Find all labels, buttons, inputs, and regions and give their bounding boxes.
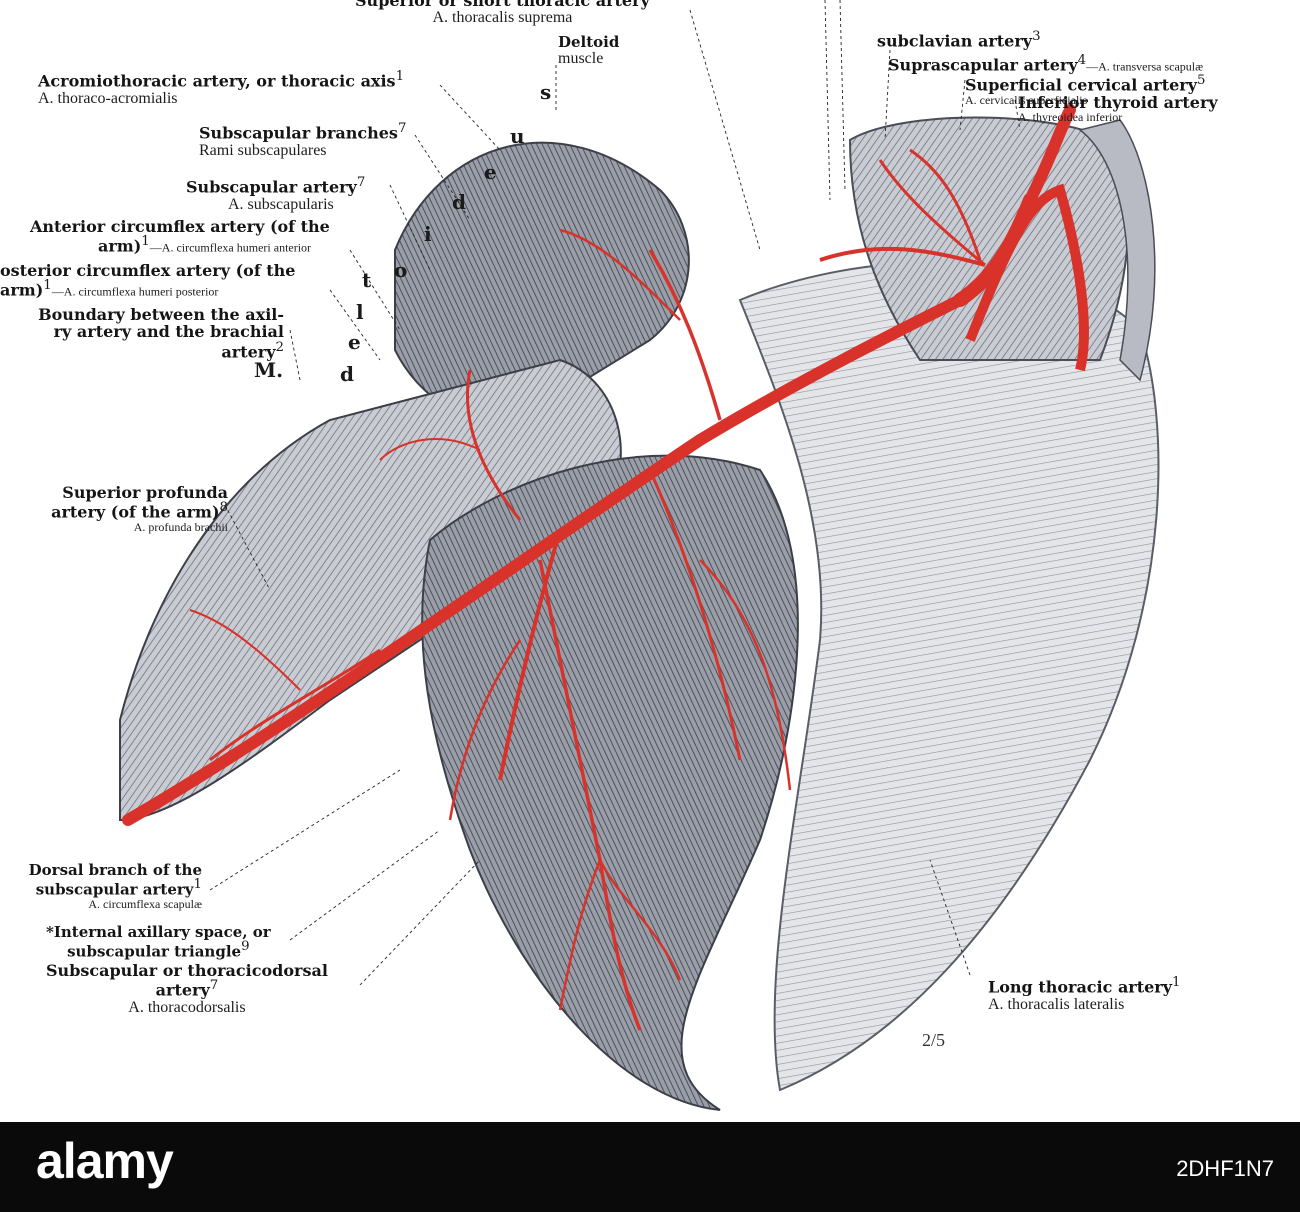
label-superficial-cervical: Superficial cervical artery5 A. cervical… [965, 73, 1206, 107]
muscle-letter: o [394, 258, 408, 282]
thyrocervical-trunk [819, 246, 986, 267]
muscle-letter: i [424, 222, 432, 246]
acromiothoracic-branch [648, 249, 722, 421]
muscle-letter: e [348, 330, 361, 354]
vertebral-loop [965, 183, 1089, 372]
long-thoracic-twig [699, 559, 792, 791]
label-subscapular-branches: Subscapular branches7 Rami subscapulares [199, 121, 407, 159]
muscle-letter: s [540, 80, 552, 104]
common-carotid-artery [1024, 104, 1076, 206]
label-deltoid-muscle: Deltoid muscle [558, 33, 620, 68]
circumflex-twig [379, 438, 481, 461]
superficial-cervical-branch [909, 148, 982, 261]
brand-logo: alamy [36, 1133, 174, 1189]
label-anterior-circumflex: Anterior circumflex artery (of the arm)1… [30, 217, 330, 256]
arm-mass [119, 358, 622, 822]
muscle-letter: e [484, 160, 497, 184]
label-superior-thoracic: Superior or short thoracic artery A. tho… [355, 0, 650, 27]
artery-illustration-svg [119, 0, 1160, 1111]
label-acromiothoracic: Acromiothoracic artery, or thoracic axis… [38, 69, 405, 107]
muscle-letter: u [510, 124, 525, 148]
label-thoracodorsal: Subscapular or thoracicodorsal artery7 A… [46, 961, 328, 1016]
lateral-thoracic-branch [648, 469, 742, 761]
label-long-thoracic: Long thoracic artery1 A. thoracalis late… [988, 975, 1181, 1013]
label-dorsal-branch: Dorsal branch of the subscapular artery1… [28, 861, 202, 911]
anatomical-illustration: M. d e l t o i d e u s Superior or short… [0, 0, 1218, 1111]
label-boundary-axillary-brachial: Boundary between the axil- ry artery and… [38, 305, 284, 361]
label-superior-profunda: Superior profunda artery (of the arm)8 A… [51, 483, 228, 534]
circumflex-humeral-branch [465, 369, 522, 521]
label-posterior-circumflex: osterior circumflex artery (of the arm)1… [0, 261, 296, 300]
thoracodorsal-fork-1 [598, 859, 682, 981]
label-subscapular-artery: Subscapular artery7 A. subscapularis [186, 175, 366, 213]
leader-lines [209, 0, 1021, 986]
axillary-brachial-artery [122, 294, 966, 826]
label-inferior-thyroid: Inferior thyroid artery A. thyreoidea in… [1018, 93, 1218, 125]
label-internal-axillary-space: *Internal axillary space, or subscapular… [46, 923, 271, 961]
subscapular-branch [498, 529, 562, 781]
muscle-letter: t [362, 268, 372, 292]
trachea [1078, 119, 1156, 382]
muscle-letter: l [356, 300, 364, 324]
thoracodorsal-fork-2 [558, 859, 602, 1011]
suprascapular-branch [878, 159, 986, 267]
watermark-footer: alamy 2DHF1N7 [0, 1122, 1300, 1212]
axilla-mass [421, 454, 799, 1111]
profunda-brachii-branch [209, 648, 381, 762]
dorsal-scapular-branch [448, 639, 522, 821]
scale-label: 2/5 [922, 1030, 946, 1050]
image-code: 2DHF1N7 [1176, 1156, 1274, 1181]
profunda-twig [189, 609, 301, 691]
label-subclavian-artery: subclavian artery3 [877, 29, 1041, 51]
muscle-letter: d [452, 190, 466, 214]
muscle-letter-m: M. [254, 358, 284, 382]
label-suprascapular: Suprascapular artery4—A. transversa scap… [888, 53, 1204, 75]
muscle-letter: d [340, 362, 354, 386]
thoracodorsal-branch [538, 559, 642, 1031]
acromial-twig [559, 228, 681, 321]
